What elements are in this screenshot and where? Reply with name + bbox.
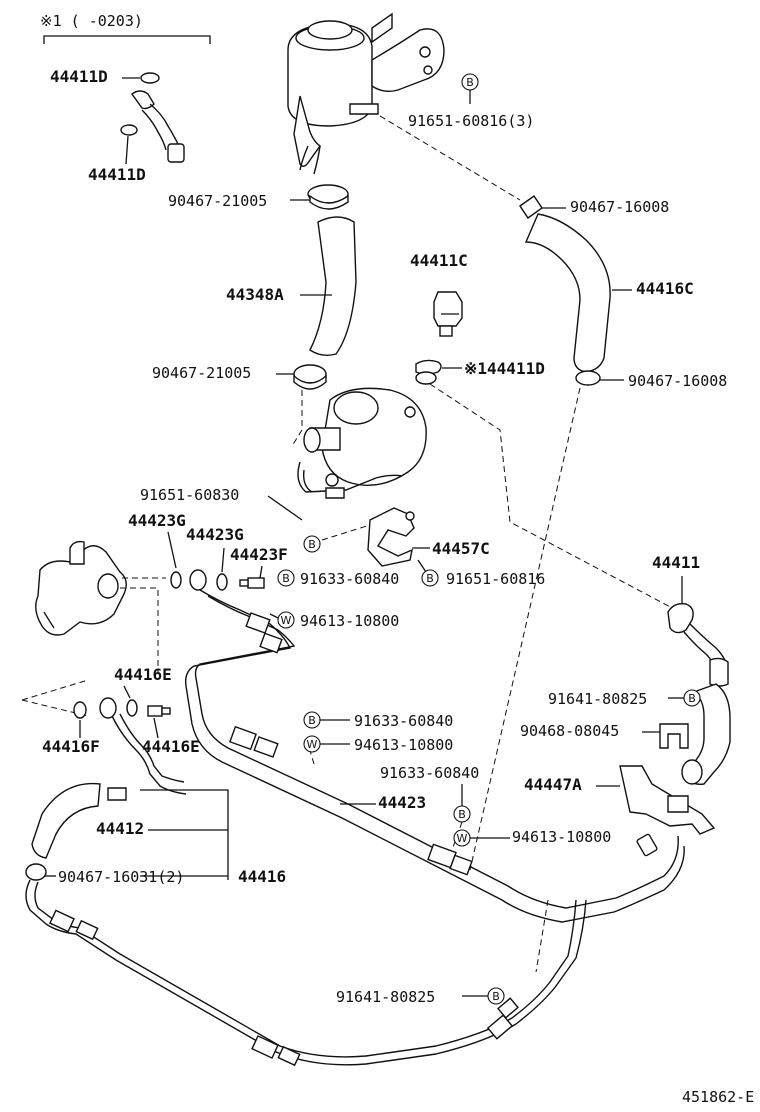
svg-text:B: B <box>308 538 316 551</box>
callout-90468-08045: 90468-08045 <box>520 722 619 740</box>
callout-91641-80825-a: 91641-80825 <box>548 690 647 708</box>
washer-symbol: W <box>453 829 471 847</box>
return-tube-44416 <box>25 713 587 1067</box>
gasket-44411D <box>415 359 442 385</box>
callout-91651-60816-3: 91651-60816(3) <box>408 112 534 130</box>
gasket-44423G-b <box>216 573 228 591</box>
svg-text:B: B <box>458 808 466 821</box>
bolt-symbol: B <box>453 805 471 823</box>
callout-44411D-mid: ※144411D <box>464 359 545 378</box>
callout-44423G-b: 44423G <box>186 525 244 544</box>
callout-44411D-top: 44411D <box>50 67 108 86</box>
callout-90467-21005-top: 90467-21005 <box>168 192 267 210</box>
callout-44416: 44416 <box>238 867 286 886</box>
bolt-symbol: B <box>303 535 321 553</box>
callout-91651-60830: 91651-60830 <box>140 486 239 504</box>
callout-44411: 44411 <box>652 553 700 572</box>
callout-90467-16008-top: 90467-16008 <box>570 198 669 216</box>
callout-44416E-top: 44416E <box>114 665 172 684</box>
callout-91651-60816: 91651-60816 <box>446 570 545 588</box>
callout-44423: 44423 <box>378 793 426 812</box>
header-note: ※1 ( -0203) <box>40 12 143 30</box>
callout-90467-16031-2: 90467-16031(2) <box>58 868 184 886</box>
fitting-44416E <box>99 697 171 719</box>
reservoir-tank <box>287 12 445 175</box>
bolt-symbol: B <box>421 569 439 587</box>
svg-text:B: B <box>688 692 696 705</box>
bolt-symbol: B <box>487 987 505 1005</box>
bracket-44447A <box>619 765 716 835</box>
washer-symbol: W <box>277 611 295 629</box>
callout-94613-10800-c: 94613-10800 <box>512 828 611 846</box>
return-hose-44416C <box>524 213 611 373</box>
svg-text:B: B <box>426 572 434 585</box>
inset-fitting-44411D <box>120 72 185 163</box>
callout-44411C: 44411C <box>410 251 468 270</box>
callout-90467-21005-bottom: 90467-21005 <box>152 364 251 382</box>
bolt-symbol: B <box>683 689 701 707</box>
bolt-symbol: B <box>303 711 321 729</box>
bolt-symbol: B <box>461 73 479 91</box>
union-fitting-44411C <box>433 291 463 337</box>
callout-44423G-a: 44423G <box>128 511 186 530</box>
callout-44457C: 44457C <box>432 539 490 558</box>
callout-91633-60840-c: 91633-60840 <box>380 764 479 782</box>
callout-44411D-bottom: 44411D <box>88 165 146 184</box>
steering-gear-housing <box>35 540 127 636</box>
bracket-44457C <box>367 507 415 567</box>
gasket-44423G-a <box>170 571 182 589</box>
callout-91633-60840-b: 91633-60840 <box>354 712 453 730</box>
callout-44416E-bottom: 44416E <box>142 737 200 756</box>
hose-clamp-top <box>307 184 349 210</box>
svg-text:B: B <box>492 990 500 1003</box>
vane-pump <box>297 387 427 499</box>
callout-44447A: 44447A <box>524 775 582 794</box>
callout-44416F: 44416F <box>42 737 100 756</box>
pressure-fitting <box>189 569 207 591</box>
pressure-tube-44423 <box>229 612 658 876</box>
washer-symbol: W <box>303 735 321 753</box>
svg-text:B: B <box>282 572 290 585</box>
svg-text:W: W <box>281 614 292 627</box>
header-bracket <box>43 35 211 44</box>
clip-90468-08045 <box>659 723 689 749</box>
svg-text:W: W <box>457 832 468 845</box>
callout-90467-16008-bottom: 90467-16008 <box>628 372 727 390</box>
callout-44423F: 44423F <box>230 545 288 564</box>
callout-94613-10800-b: 94613-10800 <box>354 736 453 754</box>
callout-94613-10800-a: 94613-10800 <box>300 612 399 630</box>
union-bolt-44423F <box>239 577 265 589</box>
callout-91641-80825-b: 91641-80825 <box>336 988 435 1006</box>
figure-id: 451862-E <box>682 1088 754 1106</box>
callout-91633-60840-a: 91633-60840 <box>300 570 399 588</box>
svg-text:B: B <box>466 76 474 89</box>
svg-text:W: W <box>307 738 318 751</box>
hose-clamp-return-bottom <box>575 370 601 386</box>
bolt-symbol: B <box>277 569 295 587</box>
hose-clamp-bottom <box>293 364 327 390</box>
gasket-44416F <box>73 701 87 719</box>
svg-text:B: B <box>308 714 316 727</box>
callout-44412: 44412 <box>96 819 144 838</box>
suction-hose-44348A <box>309 216 357 357</box>
pressure-hose-44411 <box>667 602 731 785</box>
callout-44416C: 44416C <box>636 279 694 298</box>
callout-44348A: 44348A <box>226 285 284 304</box>
